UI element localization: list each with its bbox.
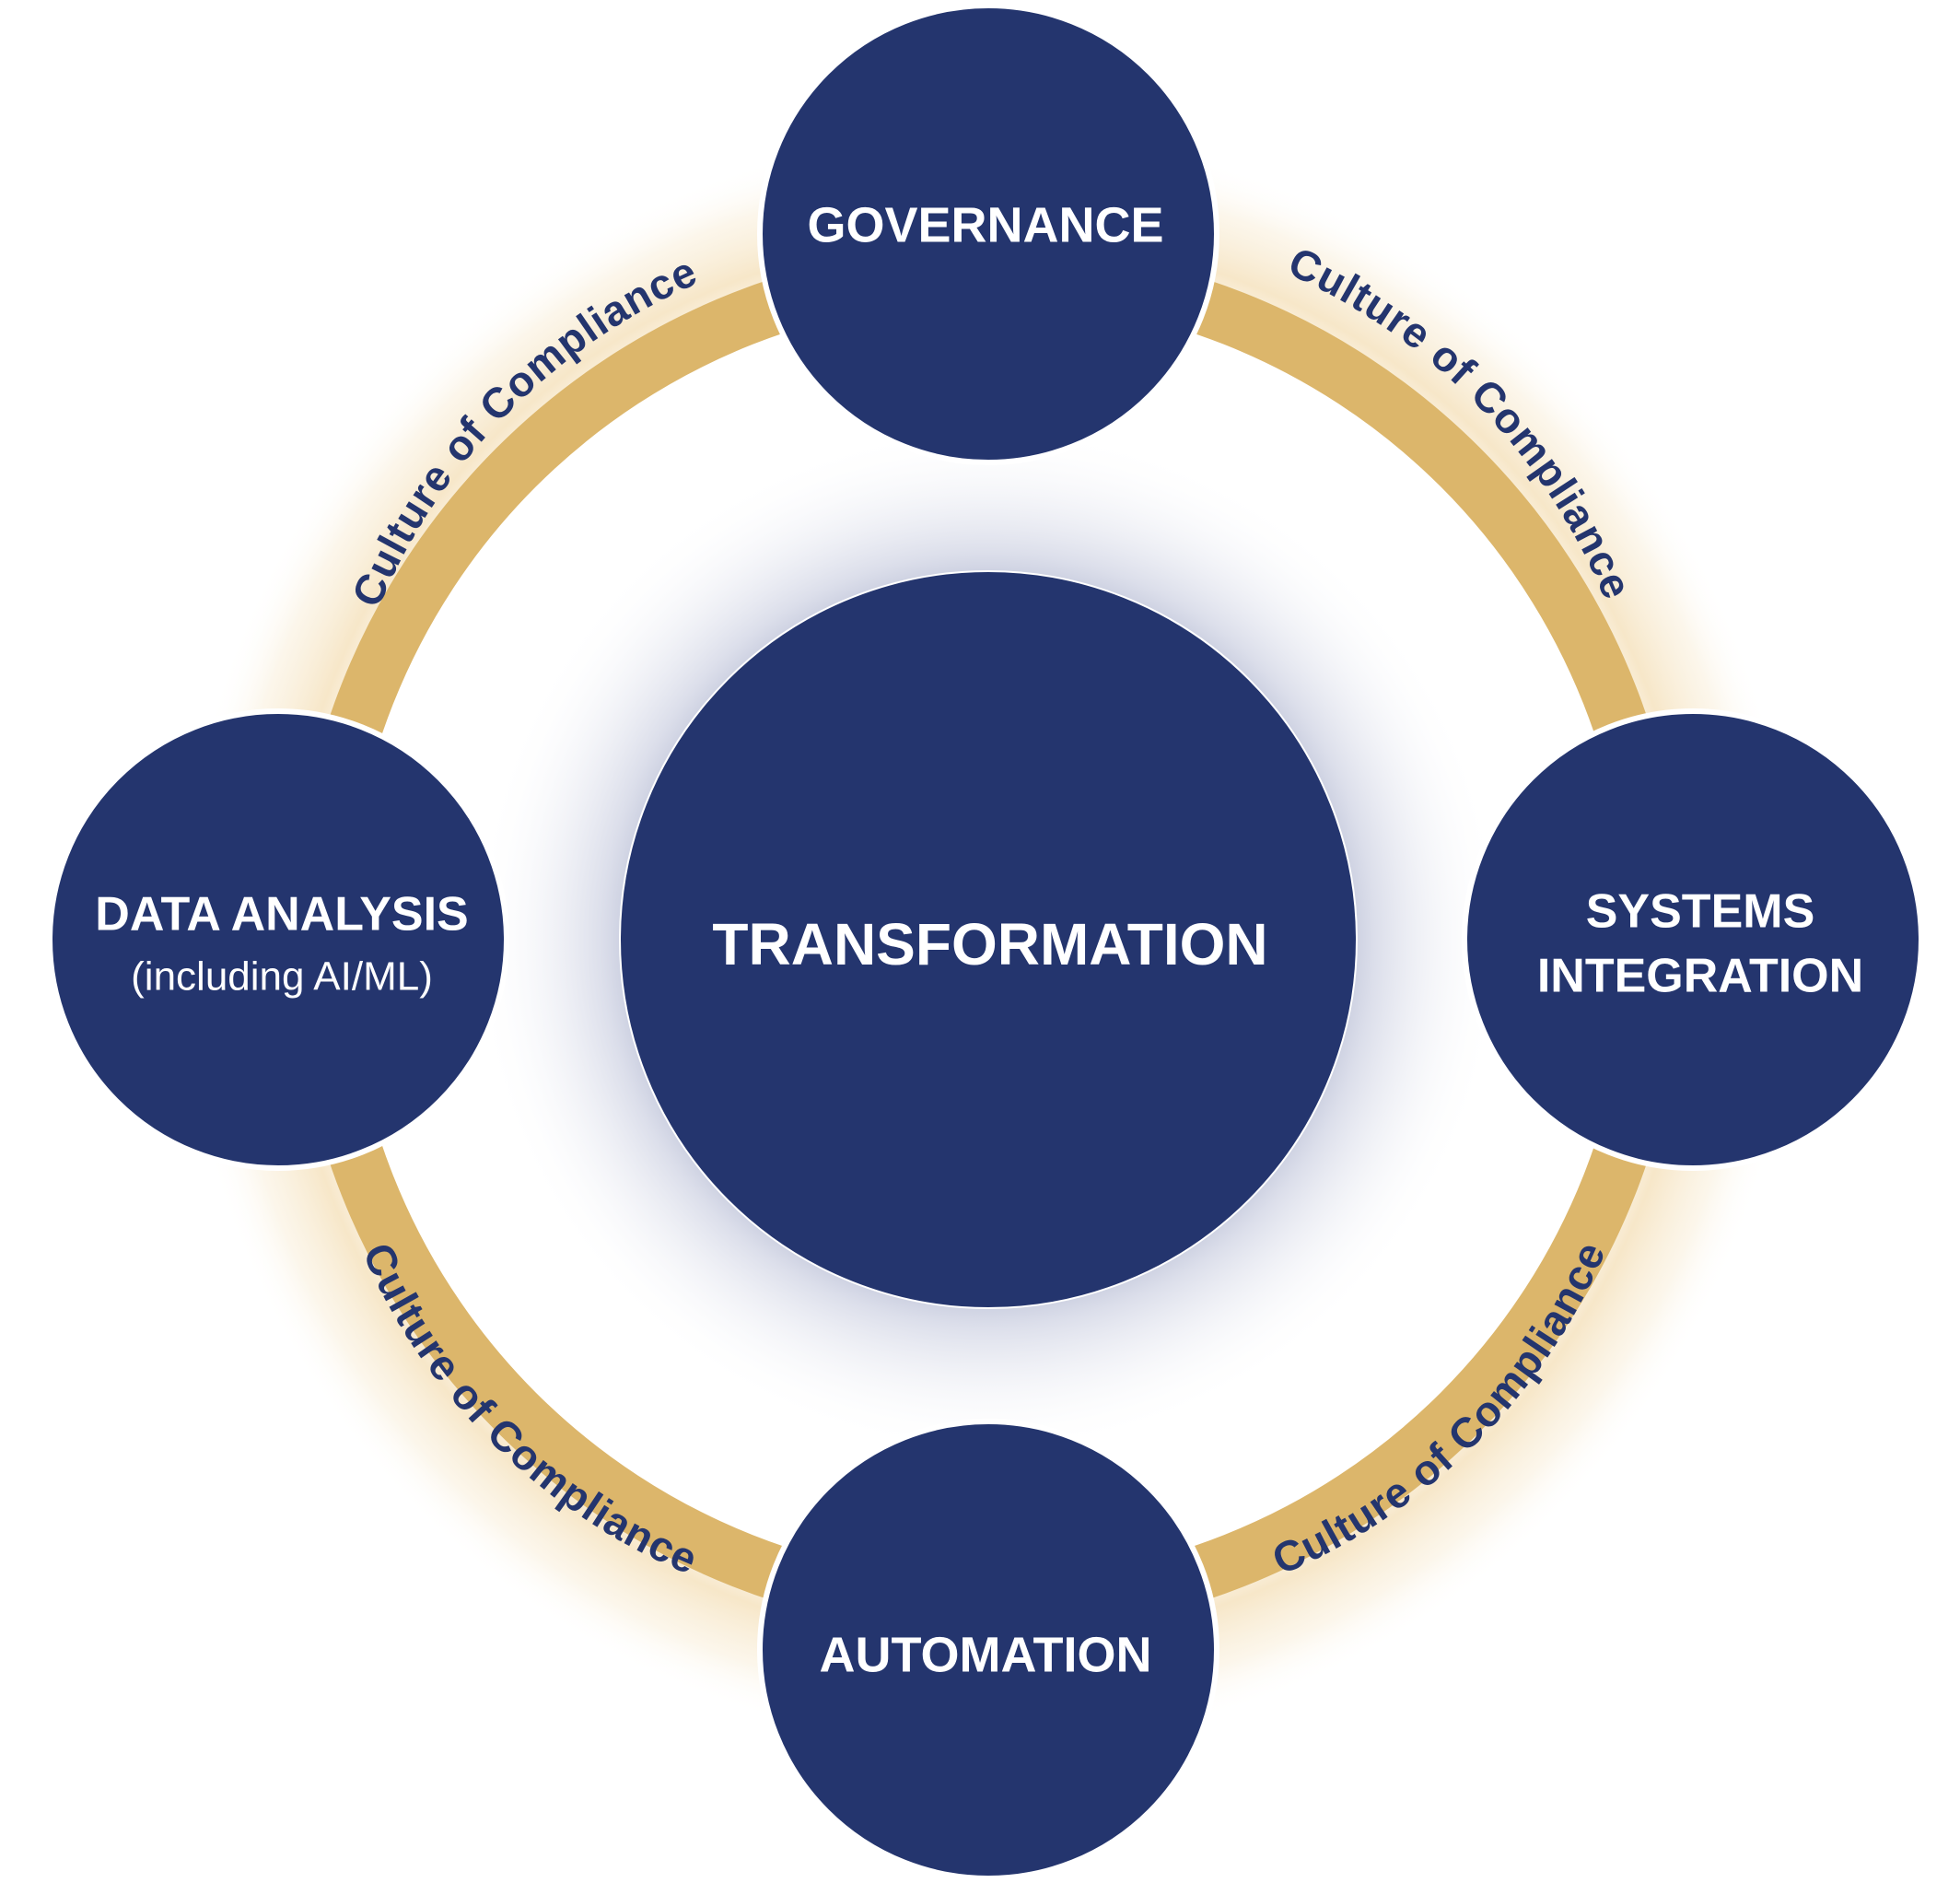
node-systems-integration: SYSTEMS INTEGRATION bbox=[1462, 708, 1924, 1171]
node-governance-label: GOVERNANCE bbox=[807, 197, 1163, 252]
node-data-analysis-line2: (including AI/ML) bbox=[131, 954, 433, 1000]
node-systems-integration-line1: SYSTEMS bbox=[1586, 885, 1815, 939]
node-data-analysis-line1: DATA ANALYSIS bbox=[95, 888, 468, 942]
node-automation: AUTOMATION bbox=[757, 1419, 1219, 1881]
node-data-analysis: DATA ANALYSIS (including AI/ML) bbox=[47, 708, 509, 1171]
node-automation-label: AUTOMATION bbox=[820, 1627, 1152, 1682]
node-systems-integration-line2: INTEGRATION bbox=[1537, 950, 1863, 1003]
center-node-transformation: TRANSFORMATION bbox=[619, 570, 1358, 1309]
center-label: TRANSFORMATION bbox=[712, 911, 1267, 977]
node-governance: GOVERNANCE bbox=[757, 3, 1219, 465]
